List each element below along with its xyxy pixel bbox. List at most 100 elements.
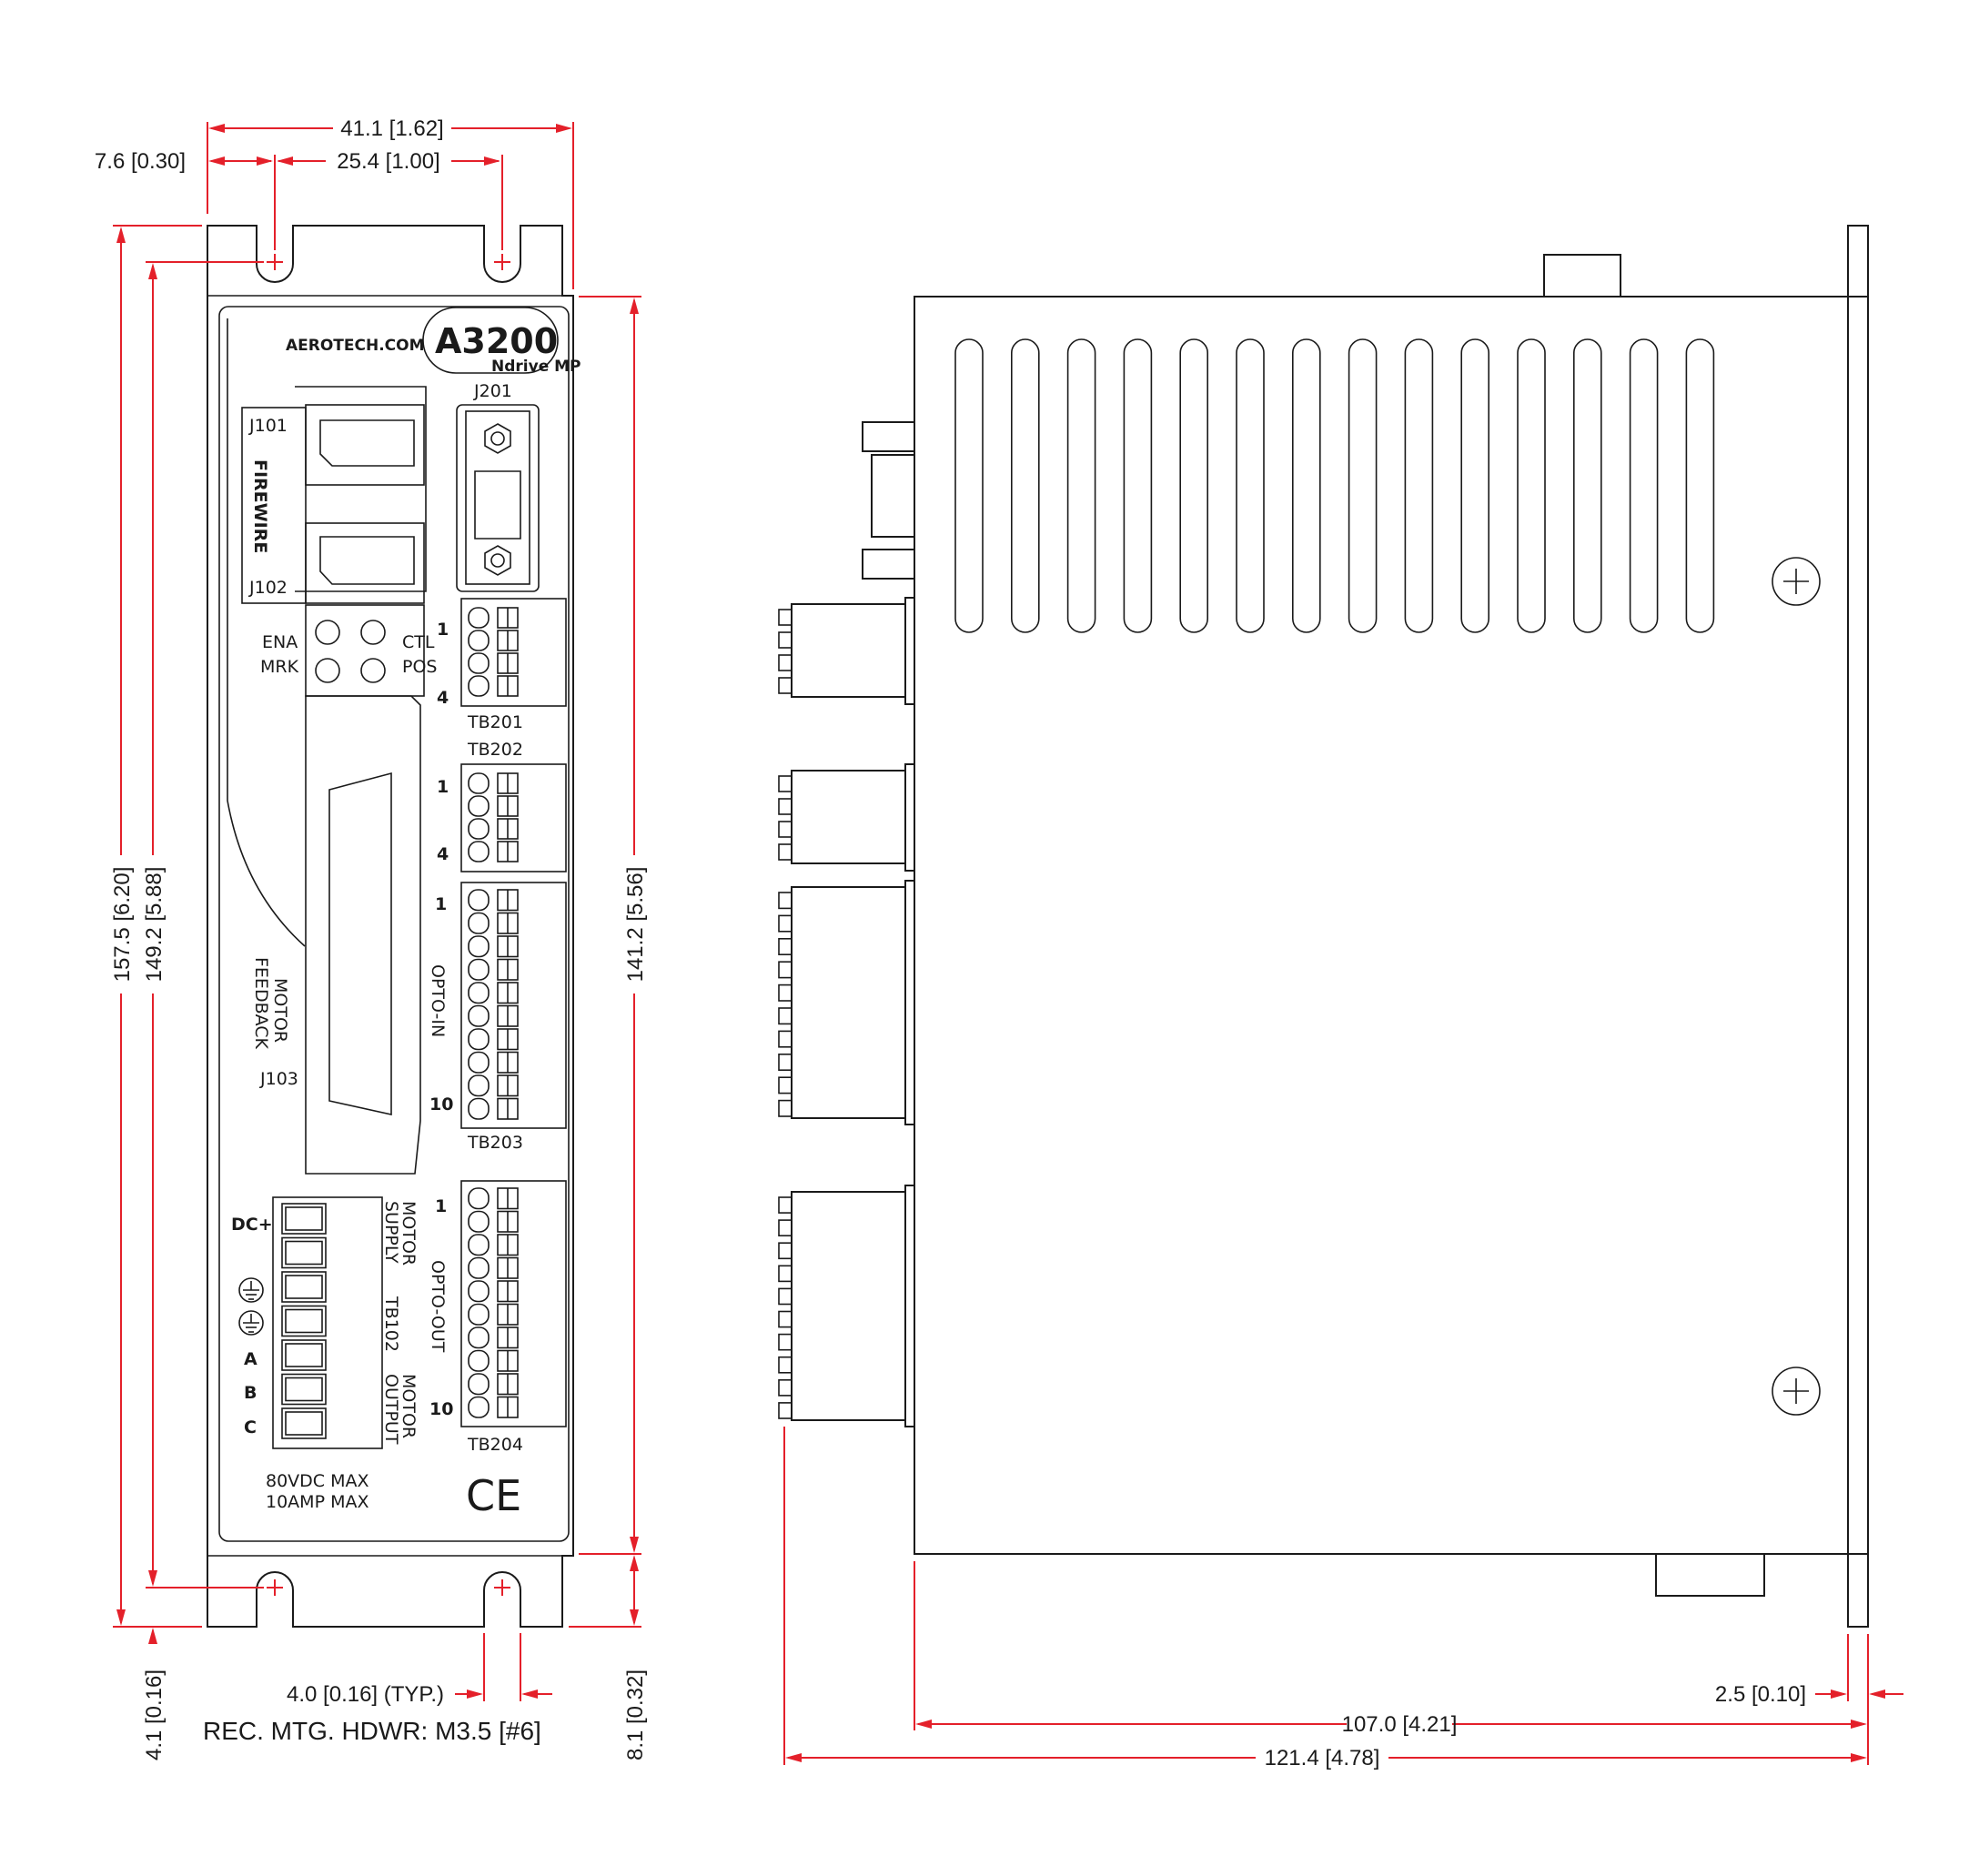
dim-flange-thickness: 2.5 [0.10]: [1715, 1682, 1806, 1707]
vent-slot: [954, 338, 984, 633]
side-flange: [1847, 225, 1869, 1628]
pin-stub: [778, 1379, 793, 1397]
motor-supply-label-1: MOTOR: [399, 1201, 419, 1266]
tb201-pin-4: 4: [437, 688, 449, 708]
pin-stub: [778, 1007, 793, 1025]
side-view: [778, 225, 1869, 1628]
ce-mark: CE: [466, 1471, 521, 1520]
tb203-label: TB203: [467, 1133, 523, 1153]
vent-slot: [1066, 338, 1096, 633]
pin-stub: [778, 821, 793, 838]
bottom-tab: [1655, 1553, 1765, 1597]
rating-current: 10AMP MAX: [266, 1492, 369, 1512]
pin-stub: [778, 1333, 793, 1351]
terminal-cells: [468, 1187, 519, 1418]
tb201-label: TB201: [467, 712, 523, 732]
j102-port: [305, 522, 425, 604]
j102-label: J102: [248, 578, 288, 598]
tb202-pin-4: 4: [437, 844, 449, 864]
pin-stubs: [778, 609, 793, 1419]
dim-body-height: 141.2 [5.56]: [623, 867, 648, 983]
dimension-lines: [113, 122, 1903, 1765]
dim-bottom-offset: 4.1 [0.16]: [142, 1669, 167, 1760]
pin-stub: [778, 631, 793, 649]
front-bezel: [218, 306, 570, 1542]
pin-stub: [778, 609, 793, 626]
pin-stub: [778, 1402, 793, 1419]
dim-slot-width: 4.0 [0.16] (TYP.): [287, 1682, 444, 1707]
motor-supply-label-2: SUPPLY: [381, 1201, 401, 1264]
pin-stub: [778, 1099, 793, 1117]
j101-label: J101: [248, 416, 288, 436]
vent-slot: [1404, 338, 1434, 633]
firewire-label: FIREWIRE: [250, 459, 270, 553]
tb204-block: [460, 1180, 567, 1427]
dim-body-depth: 107.0 [4.21]: [1342, 1712, 1458, 1737]
terminal-cells: [468, 889, 519, 1120]
opto-out-label: OPTO-OUT: [428, 1260, 448, 1353]
pin-stub: [778, 1054, 793, 1072]
tb201-block: [460, 598, 567, 707]
tb102-block: [272, 1196, 383, 1449]
j201-label: J201: [473, 381, 512, 401]
dc-plus-label: DC+: [231, 1215, 273, 1235]
pin-stub: [778, 1076, 793, 1094]
top-tab: [1543, 254, 1621, 298]
ena-led: [315, 620, 340, 645]
j101-port: [305, 404, 425, 486]
product-text: Ndrive MP: [491, 358, 581, 376]
terminal-cells: [468, 607, 519, 697]
tb203-pin-10: 10: [429, 1094, 453, 1115]
pin-stub: [778, 775, 793, 792]
vent-slot: [1629, 338, 1659, 633]
ctl-label: CTL: [402, 632, 435, 652]
side-housing: [914, 296, 1869, 1555]
phase-a-label: A: [244, 1349, 257, 1369]
pin-stub: [778, 1030, 793, 1048]
j201-connector: [456, 404, 540, 592]
dim-hole-spacing: 25.4 [1.00]: [337, 149, 439, 174]
crosshair-icon: [267, 254, 510, 1596]
vent-slot: [1517, 338, 1546, 633]
vent-slot: [1011, 338, 1040, 633]
pin-stub: [778, 677, 793, 694]
pin-stub: [778, 961, 793, 979]
dim-overall-width: 41.1 [1.62]: [340, 116, 443, 141]
vent-slots: [954, 338, 1715, 633]
vent-slot: [1685, 338, 1715, 633]
dim-hole-height: 149.2 [5.88]: [142, 867, 167, 983]
tb204-pin-10: 10: [429, 1399, 453, 1419]
rating-voltage: 80VDC MAX: [266, 1471, 369, 1491]
screw-icon: [484, 423, 511, 576]
motor-output-label-1: MOTOR: [399, 1374, 419, 1438]
pin-stub: [778, 1242, 793, 1260]
vent-slot: [1573, 338, 1602, 633]
model-text: A3200: [435, 321, 558, 361]
brand-text: AEROTECH.COM: [286, 337, 425, 355]
motor-output-label-2: OUTPUT: [381, 1374, 401, 1445]
tb102-cells: [281, 1203, 327, 1439]
pin-stub: [778, 1196, 793, 1214]
pin-stub: [778, 843, 793, 861]
motor-feedback-label-2: FEEDBACK: [251, 957, 271, 1050]
pin-stub: [778, 654, 793, 671]
terminal-cells: [468, 772, 519, 862]
phase-b-label: B: [244, 1383, 257, 1403]
vent-slot: [1348, 338, 1378, 633]
ctl-led: [360, 620, 386, 645]
pin-stub: [778, 1219, 793, 1236]
vent-slot: [1236, 338, 1265, 633]
model-badge: [422, 307, 559, 374]
pin-stub: [778, 983, 793, 1002]
pin-stub: [778, 1287, 793, 1306]
vent-slot: [1179, 338, 1208, 633]
tb201-pin-1: 1: [437, 620, 449, 640]
tb204-label: TB204: [467, 1435, 523, 1455]
pin-stub: [778, 938, 793, 956]
tb102-label: TB102: [381, 1296, 401, 1352]
pos-label: POS: [402, 657, 437, 677]
j103-label: J103: [259, 1069, 298, 1089]
crosshair-icon: [1772, 557, 1821, 1416]
front-view: AEROTECH.COM A3200 Ndrive MP J101 J102 F…: [207, 225, 581, 1628]
pin-stub: [778, 1356, 793, 1374]
